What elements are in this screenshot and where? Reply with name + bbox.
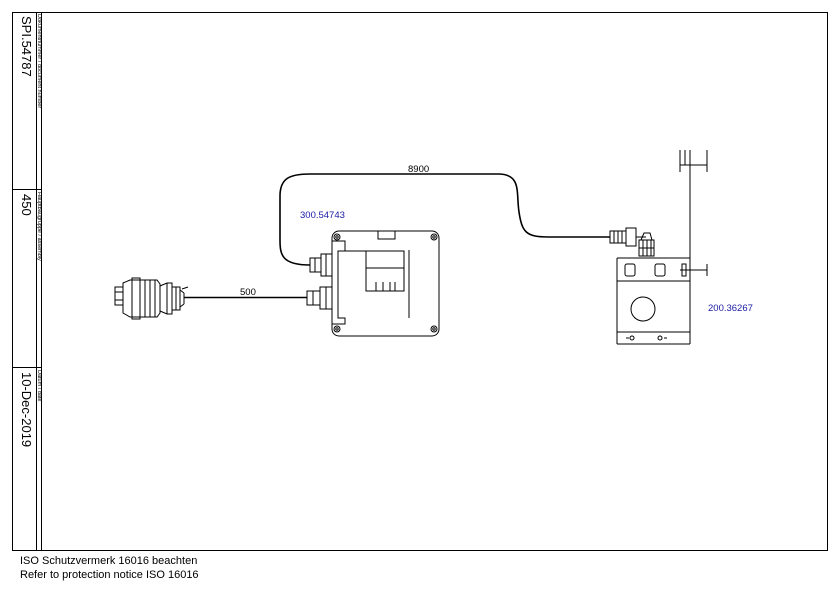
sensor-connector <box>609 227 655 257</box>
cable-short-length-label: 500 <box>240 287 256 298</box>
document-number-cell: Dokumentnummer / document number SPI.547… <box>12 12 42 190</box>
date-cell: Datum / date 10-Dec-2019 <box>12 368 42 551</box>
control-box-part-number: 300.54743 <box>300 210 345 221</box>
bracket-part-number: 200.36267 <box>708 303 753 314</box>
assembly-cell: Hauptbaugruppe / assembly 450 <box>12 190 42 368</box>
cable-long <box>279 173 610 266</box>
cable-long-length-label: 8900 <box>408 164 430 175</box>
plug-connector <box>114 277 189 320</box>
control-box <box>306 230 440 337</box>
mounting-bracket <box>616 150 708 345</box>
protection-notice-en: Refer to protection notice ISO 16016 <box>20 569 199 581</box>
title-block: Dokumentnummer / document number SPI.547… <box>12 12 42 551</box>
drawing-frame <box>12 12 828 551</box>
protection-notice-de: ISO Schutzvermerk 16016 beachten <box>20 555 198 567</box>
